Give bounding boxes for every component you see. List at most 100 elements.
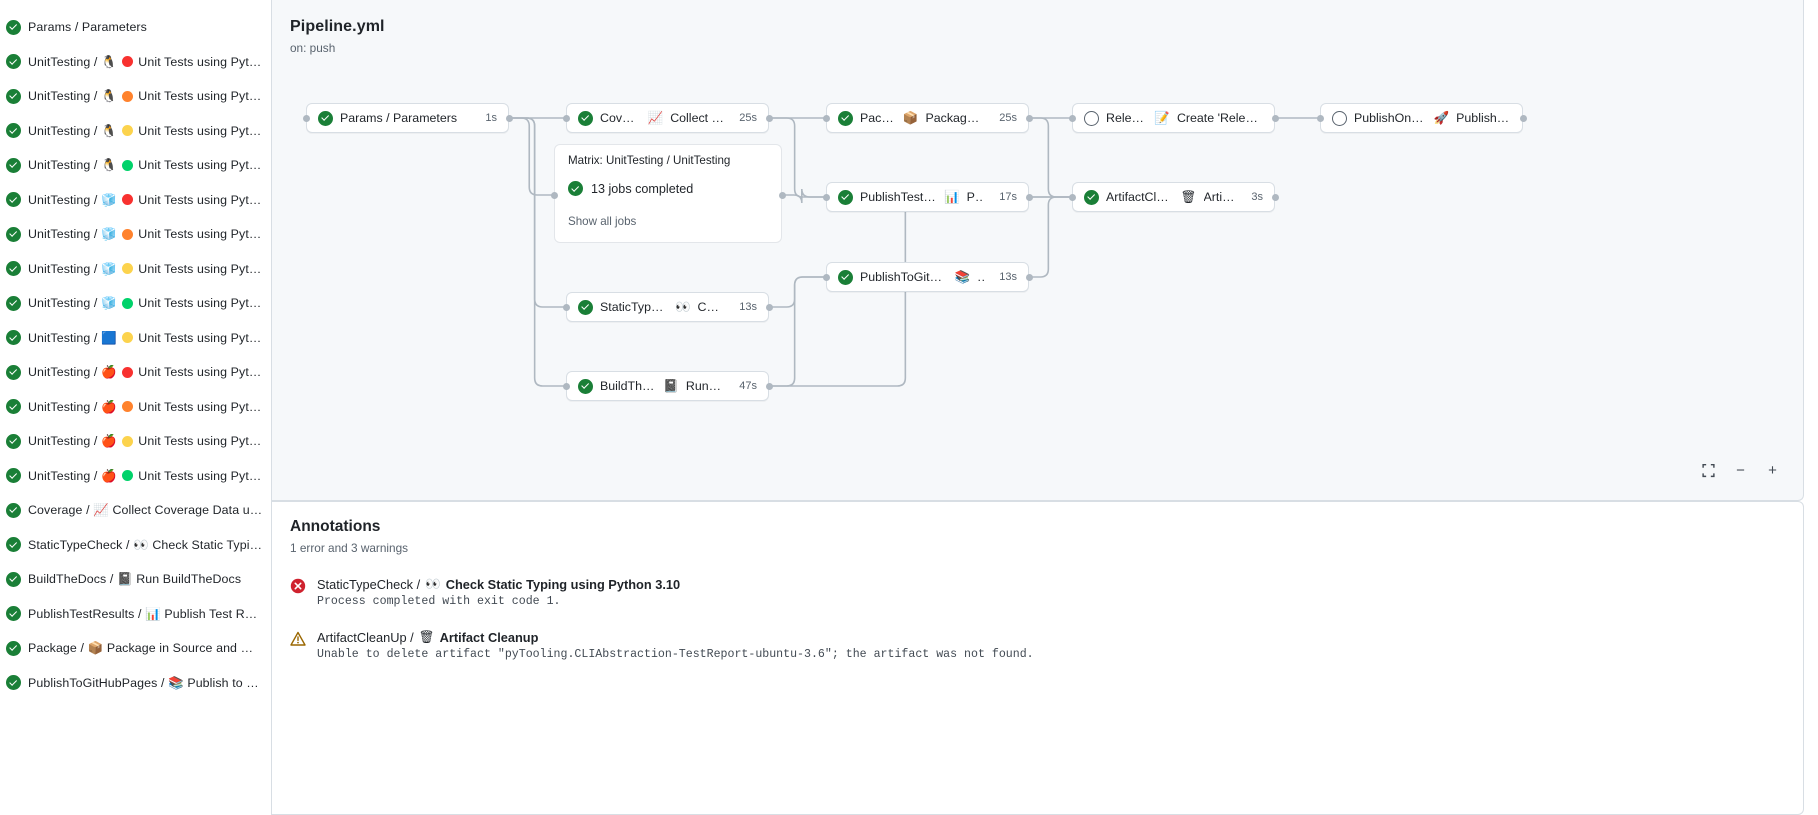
sidebar-job-item[interactable]: UnitTesting / 🧊 Unit Tests using Pyth... <box>0 217 271 252</box>
graph-edges <box>509 117 1320 387</box>
platform-emoji-icon: 🐧 <box>97 89 121 104</box>
sidebar-job-item[interactable]: Coverage / 📈 Collect Coverage Data usi..… <box>0 493 271 528</box>
sidebar-job-item[interactable]: UnitTesting / 🐧 Unit Tests using Pyth... <box>0 148 271 183</box>
platform-emoji-icon: 🧊 <box>97 296 121 311</box>
graph-node-pypi[interactable]: PublishOnPyPI /🚀Publish to ... <box>1320 103 1523 133</box>
annotation-heading: ArtifactCleanUp /🗑Artifact Cleanup <box>317 630 1034 645</box>
node-port-in <box>1316 114 1324 122</box>
sidebar-job-item[interactable]: UnitTesting / 🐧 Unit Tests using Pyth... <box>0 114 271 149</box>
graph-node-label: PublishOnPyPI / <box>1354 111 1427 125</box>
status-success-icon <box>6 330 21 346</box>
sidebar-job-label: UnitTesting / 🍎 Unit Tests using Pyth... <box>28 468 263 483</box>
sidebar-job-item[interactable]: UnitTesting / 🐧 Unit Tests using Pyth... <box>0 45 271 80</box>
graph-node-emoji-icon: 🗑 <box>1180 189 1197 204</box>
graph-node-emoji-icon: 📦 <box>902 110 919 125</box>
graph-node-emoji-icon: 🚀 <box>1433 110 1450 125</box>
node-port-in <box>302 114 310 122</box>
annotation-item[interactable]: StaticTypeCheck /👀Check Static Typing us… <box>290 577 1785 608</box>
zoom-out-button[interactable]: − <box>1736 462 1745 479</box>
show-all-jobs-link[interactable]: Show all jobs <box>568 215 637 228</box>
annotation-step-name: Artifact Cleanup <box>439 630 539 645</box>
graph-node-testresults[interactable]: PublishTestResults /📊Pu...17s <box>826 182 1029 212</box>
platform-emoji-icon: 📦 <box>84 641 107 656</box>
graph-node-package[interactable]: Package /📦Package in So...25s <box>826 103 1029 133</box>
version-color-chip-icon <box>122 56 134 68</box>
status-success-icon <box>6 571 21 587</box>
zoom-in-button[interactable]: + <box>1768 462 1777 479</box>
status-success-icon <box>6 88 21 104</box>
graph-node-duration: 17s <box>999 191 1017 203</box>
status-success-icon <box>6 54 21 70</box>
node-port-out <box>1271 193 1279 201</box>
graph-header: Pipeline.yml on: push <box>272 0 1803 55</box>
workflow-graph-card[interactable]: Pipeline.yml on: push Matrix: UnitTestin… <box>272 0 1804 501</box>
sidebar-job-item[interactable]: UnitTesting / 🍎 Unit Tests using Pyth... <box>0 424 271 459</box>
graph-node-label: ArtifactCleanUp / <box>1106 190 1174 204</box>
sidebar-job-label: UnitTesting / 🧊 Unit Tests using Pyth... <box>28 227 263 242</box>
status-success-icon <box>6 640 21 656</box>
annotation-emoji-icon: 👀 <box>425 577 441 592</box>
platform-emoji-icon: 🍎 <box>97 365 121 380</box>
matrix-summary-node[interactable]: 13 jobs completed <box>568 181 693 196</box>
node-port-out <box>1025 114 1033 122</box>
node-port-out <box>765 114 773 122</box>
graph-node-ghpages[interactable]: PublishToGitHubPages /📚...13s <box>826 262 1029 292</box>
sidebar-job-item[interactable]: PublishTestResults / 📊 Publish Test Resu… <box>0 597 271 632</box>
status-success-icon <box>6 192 21 208</box>
fullscreen-icon[interactable] <box>1698 460 1719 481</box>
sidebar-job-item[interactable]: BuildTheDocs / 📓 Run BuildTheDocs <box>0 562 271 597</box>
node-port-in <box>822 114 830 122</box>
annotation-emoji-icon: 🗑 <box>418 630 435 645</box>
annotations-title: Annotations <box>290 518 381 535</box>
sidebar-job-item[interactable]: UnitTesting / 🧊 Unit Tests using Pyth... <box>0 183 271 218</box>
sidebar-job-item[interactable]: UnitTesting / 🧊 Unit Tests using Pyth... <box>0 252 271 287</box>
graph-canvas[interactable]: Matrix: UnitTesting / UnitTesting 13 jobs… <box>272 0 1803 500</box>
graph-node-docs[interactable]: BuildTheDocs /📓Run Buil...47s <box>566 371 769 401</box>
sidebar-job-item[interactable]: UnitTesting / 🟦 Unit Tests using Pyth... <box>0 321 271 356</box>
status-success-icon <box>838 269 853 285</box>
platform-emoji-icon: 📚 <box>164 675 188 690</box>
graph-node-coverage[interactable]: Coverage /📈Collect Cove...25s <box>566 103 769 133</box>
sidebar-job-item[interactable]: UnitTesting / 🍎 Unit Tests using Pyth... <box>0 355 271 390</box>
version-color-chip-icon <box>122 263 134 275</box>
node-port-in <box>1068 193 1076 201</box>
graph-node-step-name: Package in So... <box>925 111 984 125</box>
sidebar-job-item[interactable]: Params / Parameters <box>0 10 271 45</box>
graph-node-step-name: ... <box>977 270 985 284</box>
sidebar-job-item[interactable]: StaticTypeCheck / 👀 Check Static Typing.… <box>0 528 271 563</box>
status-success-icon <box>6 261 21 277</box>
graph-zoom-controls[interactable]: − + <box>1698 460 1783 481</box>
matrix-group-title: Matrix: UnitTesting / UnitTesting <box>568 154 731 167</box>
status-success-icon <box>6 157 21 173</box>
graph-node-step-name: Create 'Release P... <box>1176 111 1263 125</box>
platform-emoji-icon: 🟦 <box>97 330 121 345</box>
graph-node-typecheck[interactable]: StaticTypeCheck /👀Chec...13s <box>566 292 769 322</box>
graph-node-release[interactable]: Release /📝Create 'Release P... <box>1072 103 1275 133</box>
matrix-group[interactable]: Matrix: UnitTesting / UnitTesting 13 jobs… <box>554 144 782 243</box>
sidebar-job-item[interactable]: UnitTesting / 🐧 Unit Tests using Pyth... <box>0 79 271 114</box>
platform-emoji-icon: 🧊 <box>97 192 121 207</box>
graph-node-label: PublishToGitHubPages / <box>860 270 948 284</box>
graph-node-emoji-icon: 📈 <box>647 110 664 125</box>
node-port-out <box>1025 193 1033 201</box>
graph-node-step-name: Pu... <box>966 190 985 204</box>
platform-emoji-icon: 🐧 <box>97 54 121 69</box>
sidebar-job-item[interactable]: UnitTesting / 🍎 Unit Tests using Pyth... <box>0 390 271 425</box>
graph-node-label: Params / Parameters <box>340 111 458 125</box>
graph-node-cleanup[interactable]: ArtifactCleanUp /🗑Artifac...3s <box>1072 182 1275 212</box>
platform-emoji-icon: 👀 <box>129 537 153 552</box>
sidebar-job-item[interactable]: UnitTesting / 🧊 Unit Tests using Pyth... <box>0 286 271 321</box>
platform-emoji-icon: 🧊 <box>97 227 121 242</box>
status-success-icon <box>578 378 593 394</box>
sidebar-job-item[interactable]: PublishToGitHubPages / 📚 Publish to G... <box>0 666 271 701</box>
node-port-in <box>562 382 570 390</box>
sidebar-job-item[interactable]: UnitTesting / 🍎 Unit Tests using Pyth... <box>0 459 271 494</box>
workflow-file-title: Pipeline.yml <box>290 18 385 35</box>
graph-node-duration: 13s <box>999 271 1017 283</box>
sidebar-job-item[interactable]: Package / 📦 Package in Source and Wh... <box>0 631 271 666</box>
version-color-chip-icon <box>122 194 134 206</box>
status-success-icon <box>6 123 21 139</box>
